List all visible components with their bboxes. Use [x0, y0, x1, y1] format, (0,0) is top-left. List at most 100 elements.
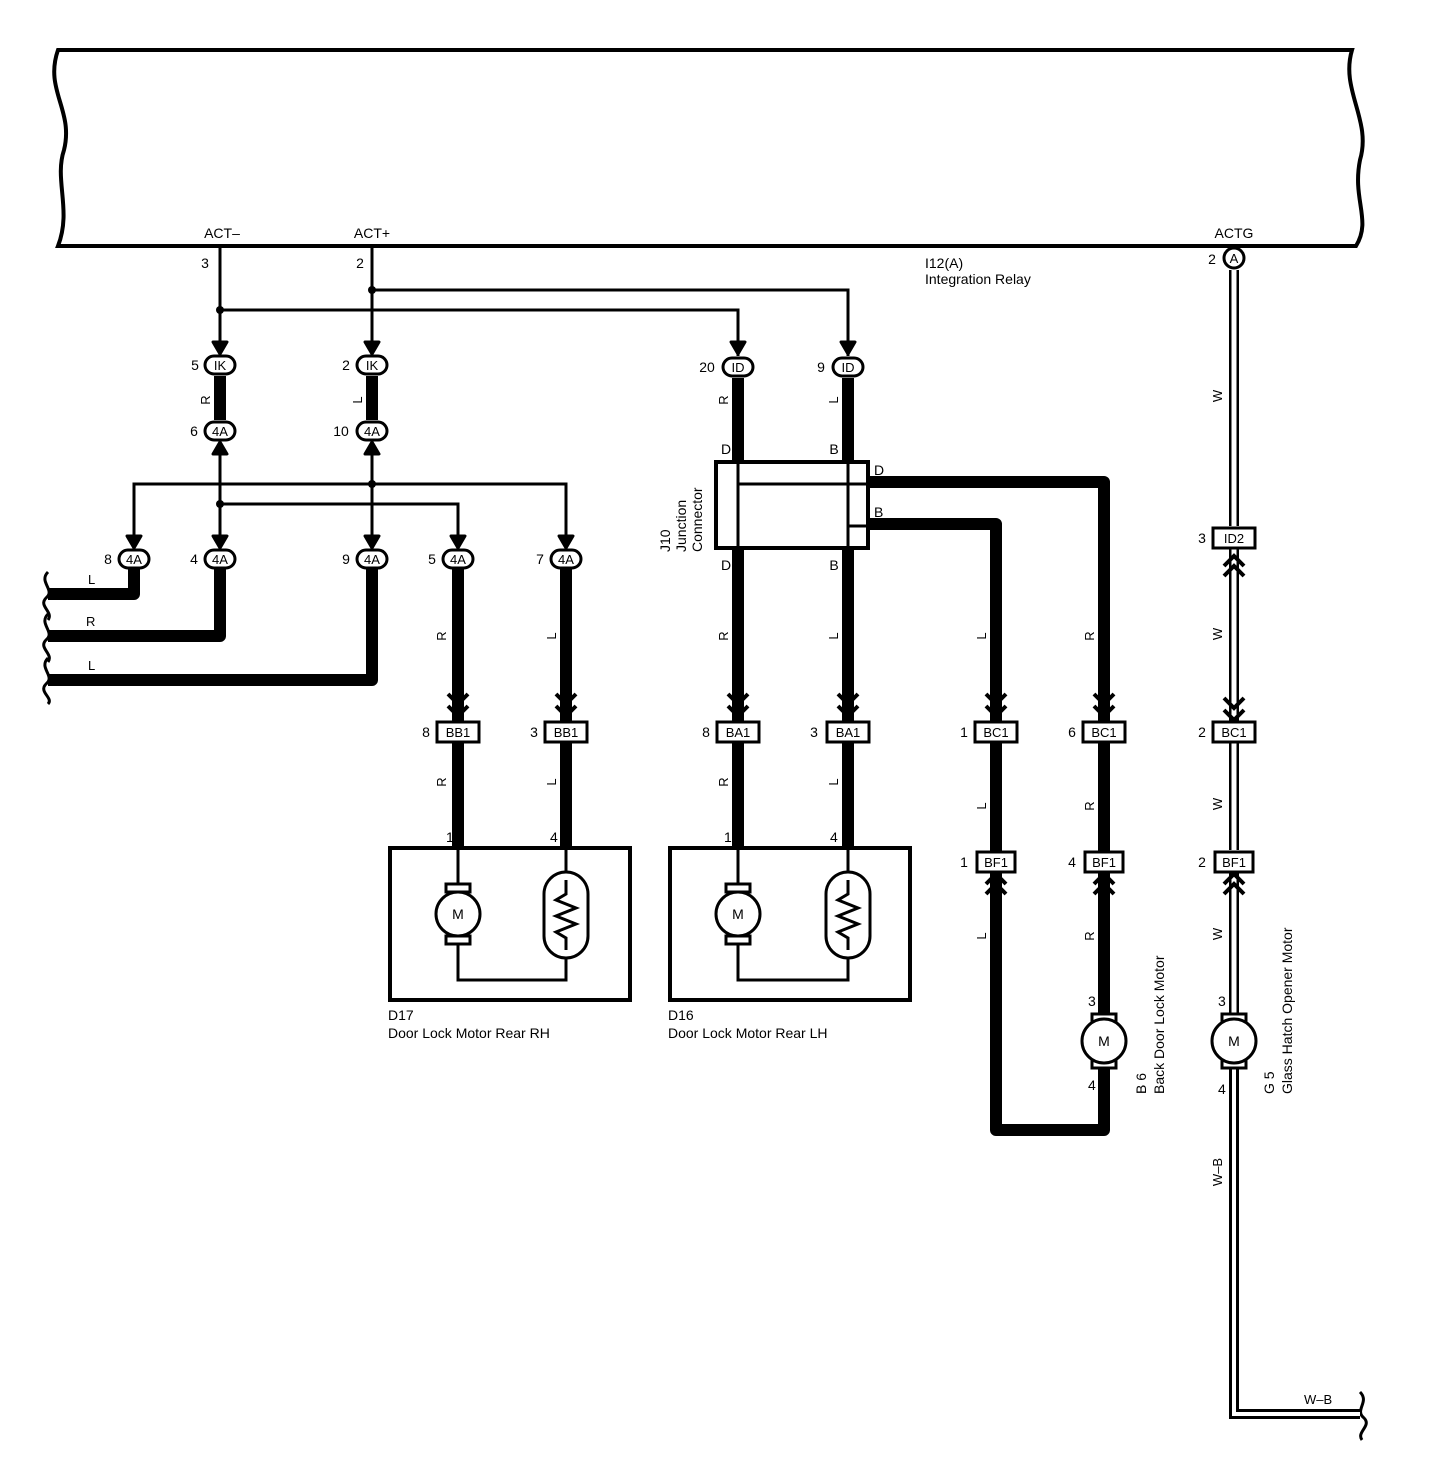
svg-text:BA1: BA1	[726, 725, 751, 740]
junction-pin-b-top: B	[829, 441, 838, 457]
svg-text:BC1: BC1	[1091, 725, 1116, 740]
d17-part-id: D17	[388, 1007, 414, 1023]
wire-label-l-2: L	[826, 396, 841, 403]
arrow-heads	[125, 340, 857, 550]
connector-4a-4: 4A 4	[190, 548, 237, 570]
actg-terminal-connector	[1222, 246, 1246, 270]
svg-text:4A: 4A	[450, 552, 466, 567]
svg-text:4A: 4A	[558, 552, 574, 567]
wire-label-r-2: R	[716, 395, 731, 404]
svg-text:M: M	[1228, 1033, 1240, 1049]
b6-motor-icon: M	[1080, 1012, 1128, 1070]
wire-color-labels-vertical: R L R L R L R L L R R L R L L R L R W W …	[198, 389, 1225, 1186]
g5-motor-icon: M	[1210, 1012, 1258, 1070]
d17-name: Door Lock Motor Rear RH	[388, 1025, 550, 1041]
wire-label-wb-2: W–B	[1304, 1392, 1332, 1407]
wire-label-l-9: L	[974, 932, 989, 939]
svg-text:1: 1	[960, 854, 968, 870]
connector-ba1-8: BA1 8	[702, 720, 761, 744]
svg-text:6: 6	[1068, 724, 1076, 740]
svg-text:2: 2	[1198, 854, 1206, 870]
wire-label-r-6: R	[434, 777, 449, 786]
g5-label: G 5 Glass Hatch Opener Motor	[1261, 927, 1295, 1094]
relay-pin-act-plus: 2	[356, 255, 364, 271]
junction-pin-b-right: B	[874, 504, 883, 520]
svg-text:8: 8	[104, 551, 112, 567]
svg-text:1: 1	[960, 724, 968, 740]
thick-wires	[48, 376, 1110, 1136]
junction-connector-label: J10 Junction Connector	[657, 487, 705, 552]
svg-text:Back Door Lock Motor: Back Door Lock Motor	[1151, 955, 1167, 1094]
connector-bc1-1: BC1 1	[960, 720, 1019, 744]
d16-pin4: 4	[830, 829, 838, 845]
connector-4a-10: 4A 10	[333, 420, 389, 442]
svg-text:BB1: BB1	[554, 725, 579, 740]
d16-name: Door Lock Motor Rear LH	[668, 1025, 828, 1041]
svg-text:5: 5	[428, 551, 436, 567]
svg-text:BC1: BC1	[1221, 725, 1246, 740]
svg-text:5: 5	[191, 357, 199, 373]
svg-text:2: 2	[342, 357, 350, 373]
d16-component-box	[668, 846, 912, 1002]
wire-label-r-7: R	[716, 777, 731, 786]
connector-bc1-6: BC1 6	[1068, 720, 1127, 744]
wire-label-r-3: R	[434, 631, 449, 640]
svg-text:BA1: BA1	[836, 725, 861, 740]
svg-text:Glass Hatch Opener Motor: Glass Hatch Opener Motor	[1279, 927, 1295, 1094]
svg-text:IK: IK	[214, 358, 227, 373]
connector-4a-9: 4A 9	[342, 548, 389, 570]
svg-text:4: 4	[190, 551, 198, 567]
junction-pin-d-right: D	[874, 462, 884, 478]
wire-label-l-left-1: L	[88, 572, 95, 587]
wire-label-l-4: L	[826, 632, 841, 639]
integration-relay-body	[52, 48, 1365, 248]
junction-internal-wiring	[736, 462, 868, 548]
wire-label-r-left-2: R	[86, 614, 95, 629]
wire-label-w-4: W	[1210, 927, 1225, 940]
d16-pin1: 1	[724, 829, 732, 845]
svg-text:BF1: BF1	[1092, 855, 1116, 870]
b6-pin4: 4	[1088, 1077, 1096, 1093]
connector-bf1-1: BF1 1	[960, 850, 1017, 874]
svg-text:ID2: ID2	[1224, 531, 1244, 546]
connector-id-l: ID 9	[817, 356, 865, 378]
d17-pin4: 4	[550, 829, 558, 845]
relay-name: Integration Relay	[925, 271, 1031, 287]
svg-text:Junction: Junction	[673, 500, 689, 552]
d16-motor-icon: M	[714, 882, 762, 946]
wire-label-l-8: L	[974, 802, 989, 809]
relay-part-id: I12(A)	[925, 255, 963, 271]
svg-text:M: M	[1098, 1033, 1110, 1049]
svg-text:3: 3	[1198, 530, 1206, 546]
svg-text:9: 9	[342, 551, 350, 567]
d17-pin1: 1	[446, 829, 454, 845]
junction-connector-box	[714, 460, 870, 550]
wire-label-r-1: R	[198, 395, 213, 404]
svg-text:4A: 4A	[364, 424, 380, 439]
wire-label-l-7: L	[826, 778, 841, 785]
wire-label-r-5: R	[1082, 631, 1097, 640]
svg-text:3: 3	[810, 724, 818, 740]
junction-pin-b-bottom: B	[829, 557, 838, 573]
relay-pin-act-minus: 3	[201, 255, 209, 271]
connector-id-r: ID 20	[699, 356, 755, 378]
svg-text:BC1: BC1	[983, 725, 1008, 740]
relay-terminal-act-minus: ACT–	[204, 225, 240, 241]
svg-text:8: 8	[702, 724, 710, 740]
wire-label-l-3: L	[544, 632, 559, 639]
svg-text:G 5: G 5	[1261, 1071, 1277, 1094]
wire-label-w-1: W	[1210, 389, 1225, 402]
connector-4a-5: 4A 5	[428, 548, 475, 570]
d16-internal-wiring	[736, 848, 850, 982]
wire-label-l-6: L	[544, 778, 559, 785]
svg-text:4A: 4A	[212, 552, 228, 567]
d17-component-box	[388, 846, 632, 1002]
g5-pin3: 3	[1218, 993, 1226, 1009]
wire-color-labels-horizontal: L R L W–B	[86, 572, 1332, 1407]
connector-4a-8: 4A 8	[104, 548, 151, 570]
connector-4a-7: 4A 7	[536, 548, 583, 570]
connector-bf1-2: BF1 2	[1198, 850, 1255, 874]
svg-text:9: 9	[817, 359, 825, 375]
